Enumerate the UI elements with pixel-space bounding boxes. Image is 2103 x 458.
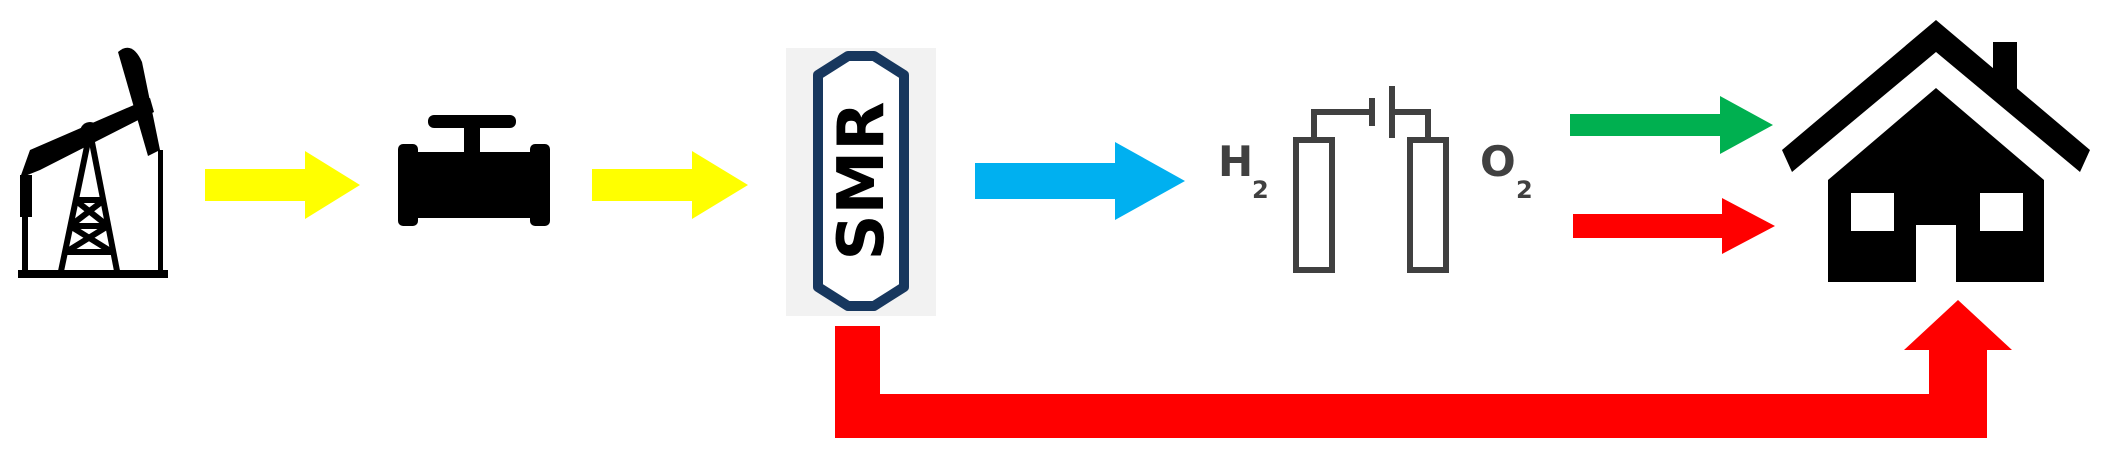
arrow-pump-to-valve [205, 151, 360, 219]
arrow-electrolyzer-to-house-red [1573, 198, 1775, 254]
electrolyzer-h-label: H [1218, 137, 1253, 186]
arrow-smr-to-house-bypass [835, 300, 2012, 438]
reactor-vessel-icon [813, 51, 909, 311]
arrow-smr-to-electrolyzer [975, 142, 1185, 220]
electrolyzer-h-subscript: 2 [1252, 176, 1269, 204]
oil-pumpjack-icon [18, 47, 168, 278]
electrolysis-cell-icon: H 2 O 2 [1218, 86, 1533, 273]
arrow-electrolyzer-to-house-green [1570, 96, 1773, 154]
electrolyzer-o-label: O [1480, 137, 1516, 186]
smr-label: SMR [825, 101, 899, 260]
pipeline-valve-icon [398, 115, 550, 226]
arrow-valve-to-smr [592, 151, 748, 219]
electrolyzer-o-subscript: 2 [1516, 176, 1533, 204]
smr-node: SMR [786, 48, 936, 316]
house-icon [1782, 20, 2090, 282]
